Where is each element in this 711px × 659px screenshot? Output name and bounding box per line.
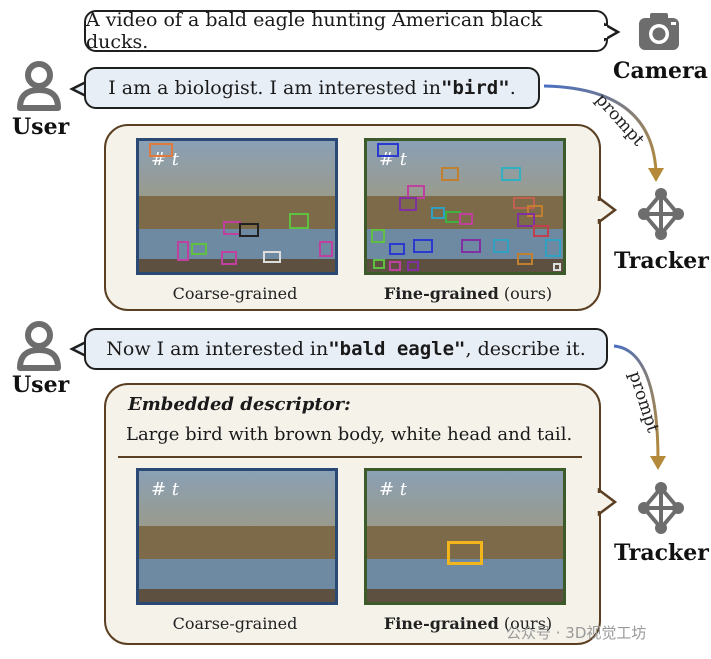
detection-box	[319, 241, 333, 257]
user-label: User	[12, 372, 70, 398]
tracker-icon	[638, 482, 684, 534]
detection-box	[371, 229, 385, 243]
user-bubble-keyword: "bird"	[441, 77, 510, 99]
fine-grained-frame: # t	[364, 468, 566, 605]
tracker-label: Tracker	[614, 248, 709, 274]
fine-grained-caption-rest: (ours)	[498, 284, 553, 303]
coarse-grained-frame: # t	[136, 138, 338, 275]
detection-box	[513, 197, 535, 209]
detection-box	[221, 251, 237, 265]
detection-box	[263, 251, 281, 263]
prompt-arrow	[613, 344, 666, 470]
panel-tail	[597, 488, 618, 516]
detection-box	[177, 241, 189, 261]
camera-icon	[639, 13, 679, 50]
detection-box	[545, 239, 561, 257]
detection-box	[527, 205, 543, 217]
detection-box	[431, 207, 445, 219]
fine-grained-caption-bold: Fine-grained	[383, 614, 499, 633]
user-bubble-keyword: "bald eagle"	[328, 338, 466, 360]
user-bubble-suffix: , describe it.	[465, 338, 586, 360]
frame-marker: # t	[379, 479, 408, 500]
detection-box	[399, 197, 417, 211]
coarse-grained-frame: # t	[136, 468, 338, 605]
camera-bubble-text: A video of a bald eagle hunting American…	[86, 9, 543, 53]
camera-speech-bubble: A video of a bald eagle hunting American…	[84, 9, 608, 53]
user-speech-bubble: Now I am interested in "bald eagle" , de…	[84, 328, 608, 370]
coarse-grained-caption: Coarse-grained	[172, 614, 298, 633]
detection-box	[441, 167, 459, 181]
tracker-label: Tracker	[614, 540, 709, 566]
detection-box	[413, 239, 433, 253]
descriptor-text: Large bird with brown body, white head a…	[126, 424, 573, 445]
tracker-icon	[638, 188, 684, 240]
user-avatar-icon	[17, 321, 61, 371]
user-label: User	[12, 114, 70, 140]
detection-box	[493, 239, 509, 253]
detection-box	[377, 143, 399, 157]
detection-box	[459, 213, 473, 225]
user-bubble-prefix: I am a biologist. I am interested in	[108, 77, 442, 99]
detection-box	[517, 213, 535, 227]
detection-box	[501, 167, 521, 181]
prompt-arrow	[543, 84, 664, 182]
camera-bubble-tail	[604, 22, 621, 42]
detection-box	[553, 263, 561, 271]
panel-tail	[597, 196, 618, 224]
fine-grained-caption: Fine-grained (ours)	[368, 614, 568, 633]
user-bubble-prefix: Now I am interested in	[106, 338, 329, 360]
detection-box	[191, 243, 207, 255]
detection-box	[533, 225, 549, 237]
descriptor-title: Embedded descriptor:	[128, 394, 351, 415]
user-avatar-icon	[17, 61, 61, 111]
watermark: 公众号 · 3D视觉工坊	[506, 624, 647, 642]
user-bubble-suffix: .	[509, 77, 516, 99]
lake-scene-image	[139, 141, 335, 272]
fine-grained-caption-rest: (ours)	[498, 614, 553, 633]
descriptor-divider	[118, 456, 582, 458]
user-speech-bubble: I am a biologist. I am interested in "bi…	[84, 67, 540, 109]
detection-box	[289, 213, 309, 229]
frame-marker: # t	[151, 479, 180, 500]
detection-box	[461, 239, 481, 253]
lake-scene-image	[139, 471, 335, 602]
detection-box	[389, 243, 405, 255]
fine-grained-caption-bold: Fine-grained	[383, 284, 499, 303]
fine-grained-caption: Fine-grained (ours)	[368, 284, 568, 303]
detection-box	[389, 261, 401, 271]
detection-box	[407, 261, 419, 271]
detection-box	[239, 223, 259, 237]
detection-box	[373, 259, 385, 269]
detection-box	[149, 143, 173, 157]
coarse-grained-caption: Coarse-grained	[172, 284, 298, 303]
frame-marker: # t	[379, 149, 408, 170]
bald-eagle-box	[447, 541, 483, 565]
camera-label: Camera	[613, 58, 708, 84]
detection-box	[517, 253, 533, 265]
fine-grained-frame: # t	[364, 138, 566, 275]
